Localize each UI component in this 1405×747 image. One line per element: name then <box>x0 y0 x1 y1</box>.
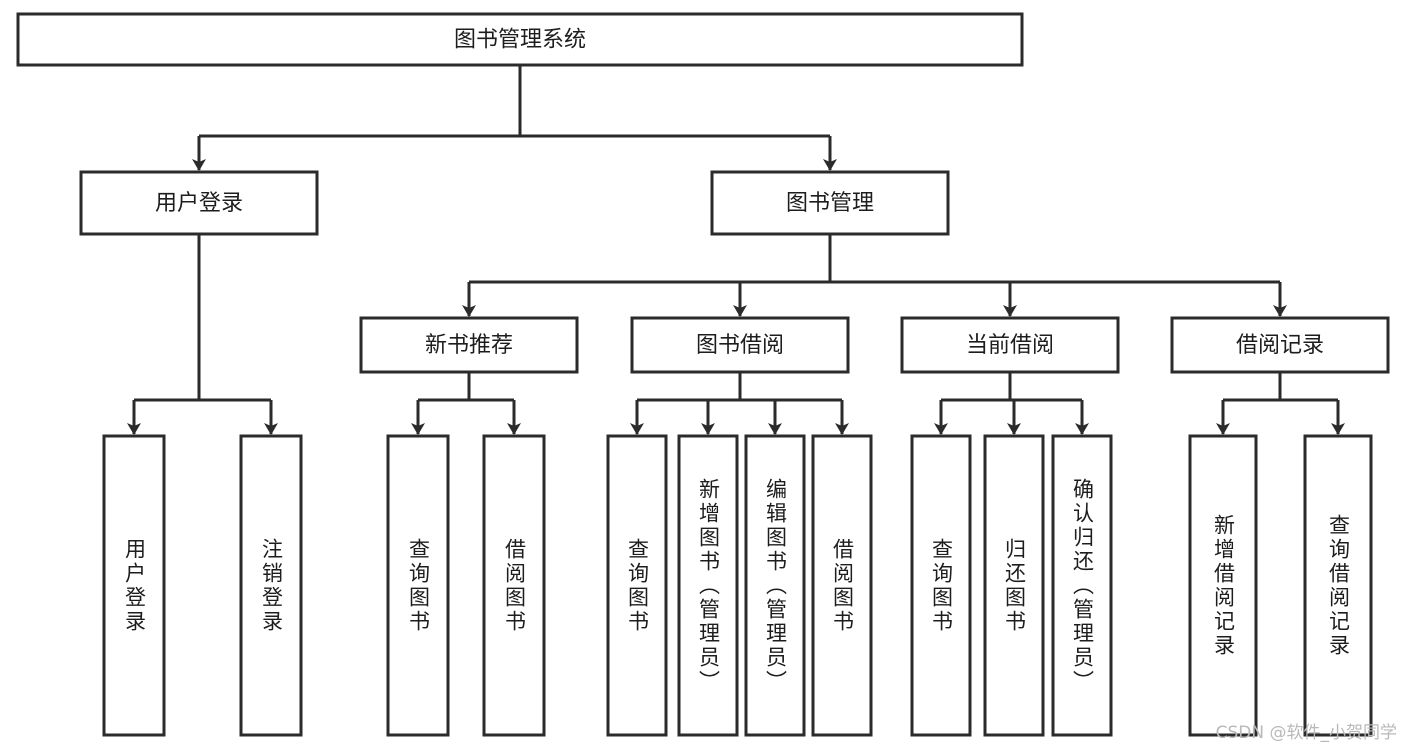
connector-bus-new-book-rec <box>418 372 514 402</box>
node-box-leaf-borrow-book[interactable] <box>811 434 873 737</box>
node-label-book-borrow: 图书借阅 <box>696 333 784 358</box>
node-box-layer <box>16 12 1390 737</box>
node-label-new-book-rec: 新书推荐 <box>425 333 513 358</box>
node-box-leaf-confirm-return-admin[interactable] <box>1051 434 1113 737</box>
connector-bus-book-borrow <box>637 372 842 402</box>
node-box-leaf-return-book[interactable] <box>983 434 1045 737</box>
node-box-root[interactable] <box>16 12 1024 67</box>
node-box-leaf-query-book-rec[interactable] <box>386 434 450 737</box>
node-box-current-borrow[interactable] <box>900 316 1120 374</box>
node-box-leaf-logout[interactable] <box>239 434 303 737</box>
node-box-leaf-query-book-borrow[interactable] <box>606 434 668 737</box>
connector-bus-borrow-record <box>1223 372 1338 402</box>
connector-bus-user-login <box>134 234 271 402</box>
connector-bus-root <box>199 65 830 138</box>
node-box-leaf-add-book-admin[interactable] <box>677 434 739 737</box>
node-box-book-manage[interactable] <box>710 170 950 236</box>
node-label-borrow-record: 借阅记录 <box>1236 333 1324 358</box>
node-label-book-manage: 图书管理 <box>786 191 874 216</box>
node-box-leaf-user-login[interactable] <box>102 434 166 737</box>
node-box-borrow-record[interactable] <box>1170 316 1390 374</box>
node-box-leaf-query-book-cur[interactable] <box>910 434 972 737</box>
node-box-leaf-borrow-book-rec[interactable] <box>482 434 546 737</box>
connector-bus-current-borrow <box>941 372 1082 402</box>
node-label-user-login: 用户登录 <box>155 191 243 216</box>
watermark-text: CSDN @软件_小贺同学 <box>1215 723 1397 743</box>
connector-layer <box>127 65 1345 435</box>
node-box-book-borrow[interactable] <box>630 316 850 374</box>
connector-bus-book-manage <box>469 234 1280 284</box>
node-box-leaf-query-record[interactable] <box>1303 434 1373 737</box>
node-label-current-borrow: 当前借阅 <box>966 333 1054 358</box>
node-box-leaf-add-record[interactable] <box>1188 434 1258 737</box>
node-box-new-book-rec[interactable] <box>359 316 579 374</box>
node-label-root: 图书管理系统 <box>454 28 586 53</box>
node-box-leaf-edit-book-admin[interactable] <box>744 434 806 737</box>
node-box-user-login[interactable] <box>79 170 319 236</box>
